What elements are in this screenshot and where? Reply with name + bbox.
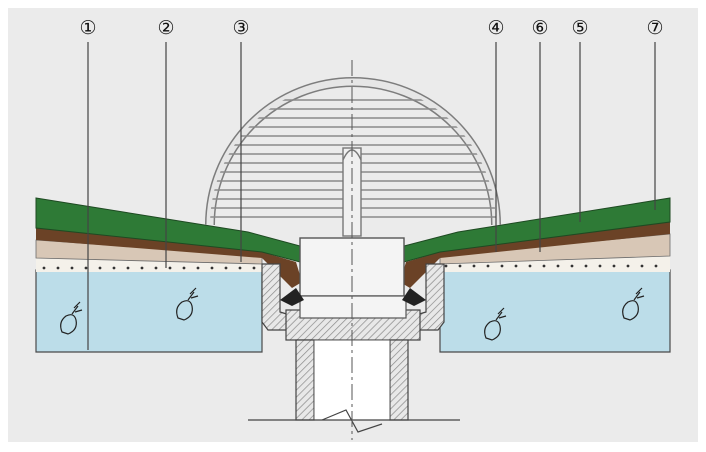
callout-7-label: ⑦ xyxy=(646,17,663,39)
brown-layer xyxy=(36,222,670,288)
drain-body xyxy=(248,237,460,433)
insulation-mark-icon xyxy=(60,301,83,335)
insulation-marks xyxy=(60,287,645,341)
insulation-mark-icon xyxy=(622,287,645,321)
callout-2-label: ② xyxy=(157,17,174,39)
callouts: ① ② ③ ④ ⑥ ⑤ ⑦ xyxy=(79,17,664,350)
dome-grate xyxy=(205,77,501,237)
callout-1-label: ① xyxy=(79,17,96,39)
callout-4-label: ④ xyxy=(487,17,504,39)
callout-3-label: ③ xyxy=(232,17,249,39)
insulation-layer xyxy=(35,269,671,353)
tan-layer xyxy=(35,233,671,265)
callout-5-label: ⑤ xyxy=(571,17,588,39)
insulation-mark-icon xyxy=(176,287,199,321)
callout-6-label: ⑥ xyxy=(531,17,548,39)
insulation-mark-icon xyxy=(484,307,507,341)
